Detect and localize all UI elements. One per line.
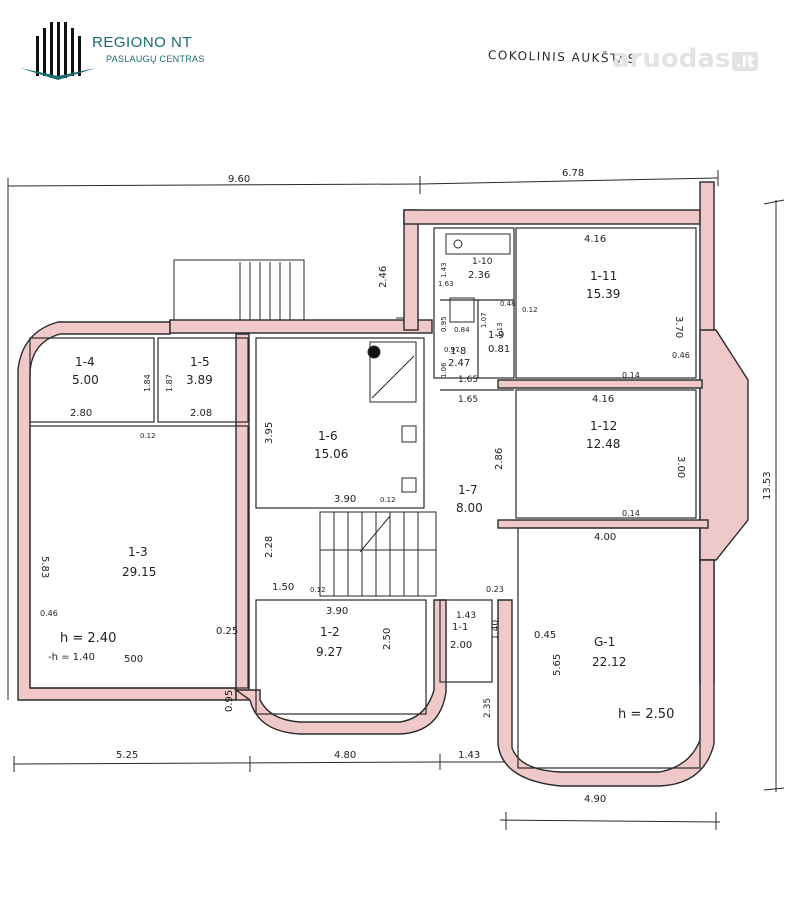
dim-label: 4.16: [584, 234, 606, 245]
room-id: 1-5: [190, 355, 210, 369]
dim-label: 1.13: [496, 322, 504, 338]
dim-label: 1.07: [480, 312, 488, 328]
logo-base-swoosh: [20, 68, 96, 80]
dim-label: 2.46: [378, 266, 389, 288]
dim-label: 1.43: [458, 750, 480, 761]
dim-label: 1.65: [458, 395, 478, 405]
fixtures: [401, 233, 511, 493]
dim-label: 0.46: [40, 609, 58, 618]
room-area: 15.06: [314, 447, 348, 461]
room-area: 0.81: [488, 344, 510, 355]
dim-label: 2.35: [483, 698, 493, 718]
dim-label: 2.28: [264, 536, 275, 558]
dim-label: 4.16: [592, 394, 614, 405]
dim-label: 0.45: [534, 630, 556, 641]
dim-label: 2.50: [382, 628, 393, 650]
dim-label: 5.25: [116, 750, 138, 761]
dim-label: 2.80: [70, 408, 92, 419]
dim-label: 9.60: [228, 174, 250, 185]
dim-label: 0.12: [310, 586, 326, 594]
dimension-lines: [7, 170, 785, 830]
dim-label: 2.86: [494, 448, 505, 470]
dim-label: 4.90: [584, 794, 606, 805]
logo-title: REGIONO NT: [92, 34, 193, 51]
dim-label: 0.84: [454, 326, 470, 334]
dim-label: 1.40: [491, 620, 501, 640]
dim-label: 1.65: [458, 375, 478, 385]
room-area: 2.47: [448, 358, 470, 369]
room-area: 2.36: [468, 270, 490, 281]
dim-label: 0.12: [380, 496, 396, 504]
dim-label: 1.43: [456, 611, 476, 621]
dim-label: 3.70: [673, 316, 684, 338]
room-area: 8.00: [456, 501, 483, 515]
dim-label: 500: [124, 654, 143, 665]
room-area: 5.00: [72, 373, 99, 387]
dim-label: 1.43: [440, 262, 448, 278]
room-id: G-1: [594, 635, 615, 649]
dim-label: 4.00: [594, 532, 616, 543]
room-area: 29.15: [122, 565, 156, 579]
dim-label: 1.87: [165, 374, 174, 392]
dim-label: 0.95: [440, 316, 448, 332]
room-id: 1-4: [75, 355, 95, 369]
dim-label: 3.90: [334, 494, 356, 505]
room-id: 1-8: [450, 346, 466, 357]
dim-label: 0.95: [224, 690, 235, 712]
dim-label: 1.50: [272, 582, 294, 593]
room-area: 2.00: [450, 640, 472, 651]
room-area: 9.27: [316, 645, 343, 659]
dim-label: 3.00: [675, 456, 686, 478]
dim-label: 6.78: [562, 168, 584, 179]
dim-label: 3.95: [264, 422, 275, 444]
room-id: 1-1: [452, 622, 468, 633]
room-id: 1-12: [590, 419, 617, 433]
dim-label: 1.63: [438, 280, 454, 288]
ceiling-height: h = 2.40: [60, 631, 116, 646]
dim-label: 0.25: [216, 626, 238, 637]
dim-label: 0.23: [486, 585, 504, 594]
dim-label: 0.12: [140, 432, 156, 440]
dim-label: 0.14: [622, 509, 640, 518]
room-labels: 1-4 5.00 1-5 3.89 1-6 15.06 1-3 29.15 1-…: [72, 257, 626, 669]
building-bars-icon: [36, 22, 81, 78]
dim-label: 0.46: [672, 351, 690, 360]
dim-label: 1.84: [143, 374, 152, 392]
logo-mark: [20, 22, 96, 80]
room-id: 1-10: [472, 257, 493, 267]
watermark-tld: .lt: [732, 52, 758, 71]
walls: [17, 181, 749, 787]
room-area: 12.48: [586, 437, 620, 451]
watermark-text: aruodas: [612, 44, 731, 74]
room-id: 1-3: [128, 545, 148, 559]
dim-label: 0.12: [522, 306, 538, 314]
dim-label: 4.80: [334, 750, 356, 761]
dim-label: 0.97: [444, 346, 460, 354]
interior-walls: [29, 227, 701, 769]
stairs: [173, 259, 437, 597]
dim-label: 13.53: [762, 471, 773, 500]
room-id: 1-6: [318, 429, 338, 443]
dim-label: 5.65: [552, 654, 563, 676]
room-area: 3.89: [186, 373, 213, 387]
room-id: 1-11: [590, 269, 617, 283]
dim-label: 2.08: [190, 408, 212, 419]
room-area: 15.39: [586, 287, 620, 301]
watermark: aruodas.lt: [612, 44, 758, 74]
floor-depth: -h = 1.40: [48, 652, 95, 663]
room-id: 1-7: [458, 483, 478, 497]
room-id: 1-9: [488, 330, 504, 341]
logo-subtitle: PASLAUGŲ CENTRAS: [106, 54, 205, 64]
dim-label: 3.90: [326, 606, 348, 617]
dimension-labels: 9.60 6.78 13.53 5.25 4.80 1.43 4.90 2.46…: [39, 168, 773, 805]
dim-label: 0.14: [622, 371, 640, 380]
dim-label: 1.06: [440, 362, 448, 378]
ceiling-height: h = 2.50: [618, 707, 674, 722]
room-id: 1-2: [320, 625, 340, 639]
dim-label: 5.83: [39, 556, 50, 578]
dim-label: 0.48: [500, 300, 516, 308]
room-area: 22.12: [592, 655, 626, 669]
